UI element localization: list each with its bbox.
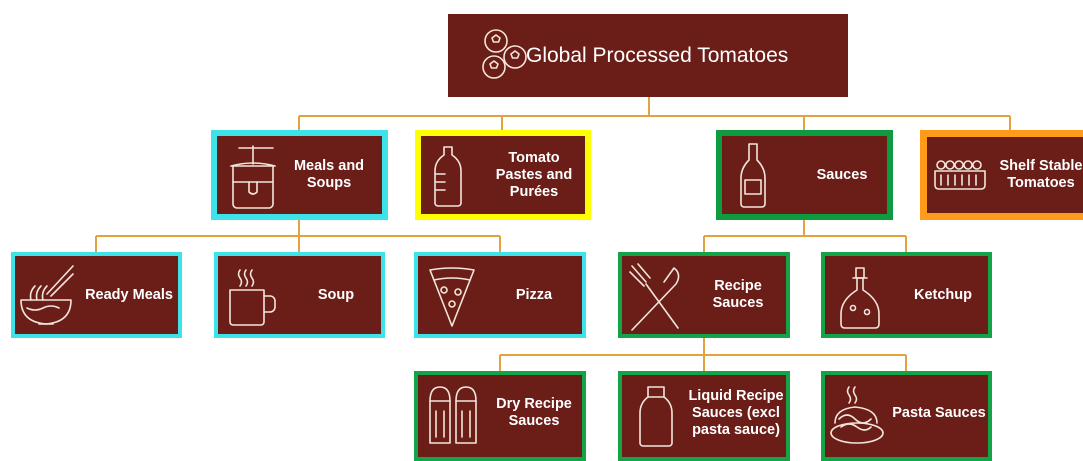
ready-meals-label: Ready Meals (85, 286, 173, 303)
tomatoes-icon (478, 28, 530, 82)
sauce-bottle-icon (740, 142, 766, 210)
liquid-recipe-sauces-node: Liquid Recipe Sauces (excl pasta sauce) (618, 371, 790, 461)
pizza-node: Pizza (414, 252, 586, 338)
pasta-plate-icon (829, 383, 887, 449)
recipe-sauces-label: Recipe Sauces (712, 278, 764, 311)
honey-jar-icon (225, 142, 281, 212)
dry-recipe-sauces-label: Dry Recipe Sauces (496, 396, 572, 429)
milk-bottle-icon (636, 383, 676, 449)
hierarchy-diagram: Global Processed Tomatoes Meals and Soup… (11, 14, 1083, 461)
liquid-recipe-sauces-label: Liquid Recipe Sauces (excl pasta sauce) (688, 387, 784, 438)
meals-and-soups-label: Meals and Soups (293, 158, 365, 191)
root-node: Global Processed Tomatoes (448, 14, 848, 97)
pizza-label: Pizza (515, 286, 553, 303)
shelf-stable-label: Shelf Stable Tomatoes (999, 158, 1083, 191)
noodle-bowl-icon (17, 264, 75, 330)
ketchup-node: Ketchup (821, 252, 992, 338)
tomato-pastes-label: Tomato Pastes and Purées (495, 149, 573, 200)
recipe-sauces-node: Recipe Sauces (618, 252, 790, 338)
shelf-stable-node: Shelf Stable Tomatoes (920, 130, 1083, 220)
ready-meals-node: Ready Meals (11, 252, 182, 338)
ketchup-label: Ketchup (914, 286, 972, 303)
tomato-tray-icon (933, 155, 987, 195)
pizza-slice-icon (426, 266, 478, 330)
sauces-node: Sauces (716, 130, 893, 220)
meals-and-soups-node: Meals and Soups (211, 130, 388, 220)
soup-node: Soup (214, 252, 385, 338)
bottle-icon (433, 144, 463, 208)
pasta-sauces-label: Pasta Sauces (892, 404, 986, 421)
oil-bottle-icon (837, 264, 883, 332)
soup-label: Soup (317, 286, 355, 303)
pasta-sauces-node: Pasta Sauces (821, 371, 992, 461)
mug-icon (226, 266, 278, 328)
fork-knife-icon (628, 262, 682, 334)
tomato-pastes-node: Tomato Pastes and Purées (415, 130, 591, 220)
root-label: Global Processed Tomatoes (526, 44, 789, 67)
sauces-label: Sauces (816, 166, 868, 183)
connector-lines (95, 97, 1011, 371)
salt-pepper-icon (424, 383, 482, 447)
dry-recipe-sauces-node: Dry Recipe Sauces (414, 371, 586, 461)
